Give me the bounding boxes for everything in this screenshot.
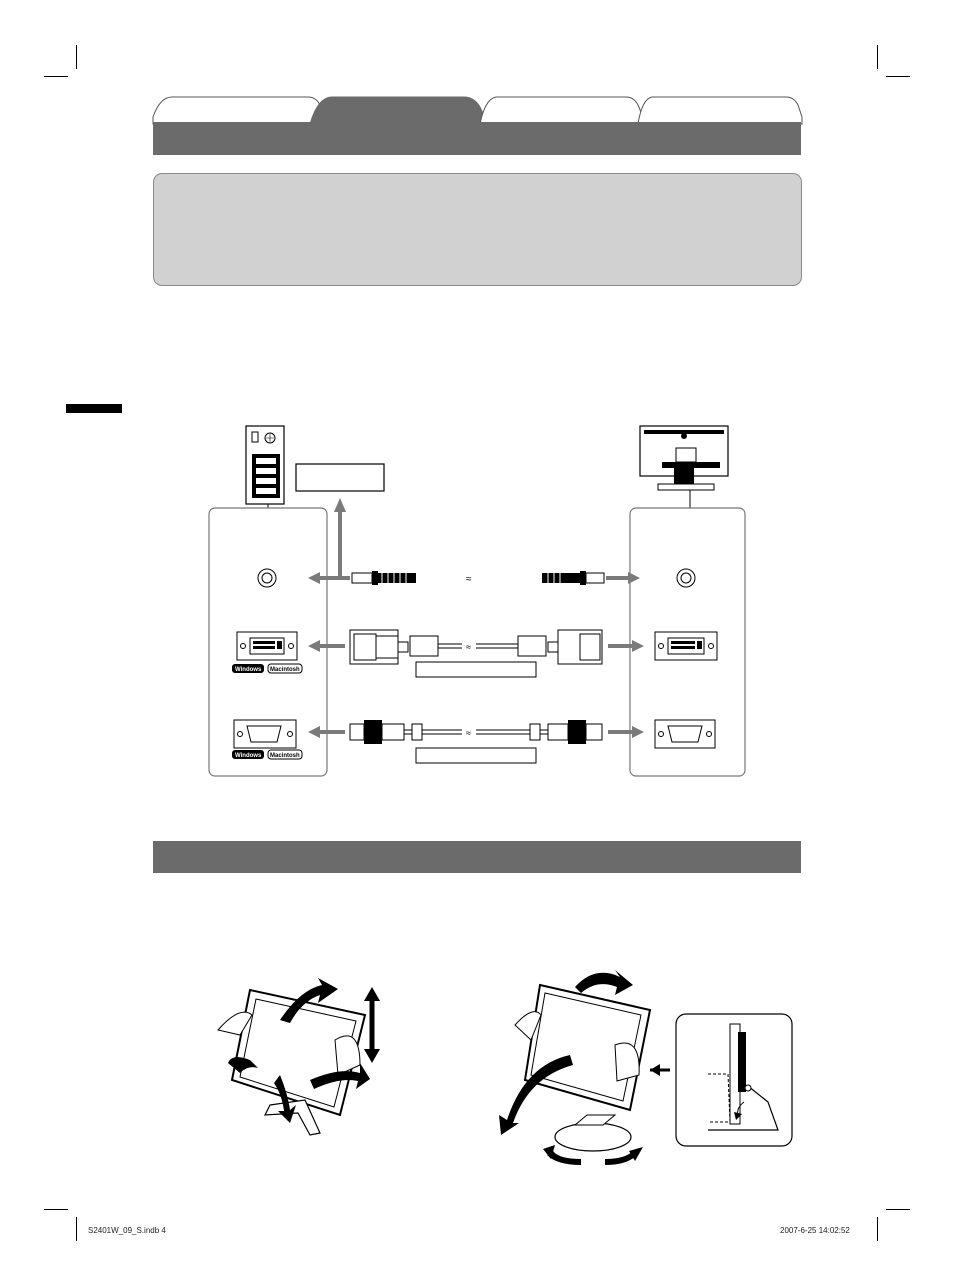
crop-mark-br-v <box>877 1217 878 1241</box>
audio-plug-right <box>542 571 605 585</box>
svg-text:≈: ≈ <box>466 728 471 738</box>
tab-4[interactable] <box>637 96 803 125</box>
vga-windows-label: Windows <box>235 753 262 759</box>
vga-macintosh-label: Macintosh <box>270 753 300 759</box>
cable-break-symbol: ≈ <box>466 574 472 585</box>
crop-mark-bl-v <box>76 1217 77 1241</box>
dvi-macintosh-label: Macintosh <box>270 667 300 673</box>
dvi-cable-label-box <box>415 661 537 678</box>
monitor-rear-illustration <box>639 425 729 508</box>
footer-timestamp: 2007-6-25 14:02:52 <box>780 1226 850 1235</box>
header-tabs <box>152 96 803 125</box>
info-box <box>153 173 802 286</box>
footer-file-info: S2401W_09_S.indb 4 <box>88 1226 166 1235</box>
crop-mark-tr-h <box>886 76 910 77</box>
vga-cable-label-box <box>415 747 537 764</box>
crop-mark-tl-h <box>44 76 68 77</box>
svg-text:≈: ≈ <box>466 642 471 652</box>
header-bar <box>153 122 801 155</box>
crop-mark-br-h <box>886 1209 910 1210</box>
tab-3[interactable] <box>479 96 647 125</box>
section-marker <box>66 404 122 413</box>
crop-mark-bl-h <box>44 1209 68 1210</box>
vga-cable: ≈ <box>349 720 603 744</box>
tab-1[interactable] <box>152 96 331 125</box>
connection-diagram: ≈ Windows Macintosh ≈ <box>208 425 746 777</box>
audio-label-box <box>295 463 385 492</box>
section-bar-adjust <box>153 841 801 873</box>
audio-plug-left <box>351 571 416 585</box>
dvi-windows-label: Windows <box>235 667 262 673</box>
monitor-height-rotation-illustration <box>499 970 652 1165</box>
monitor-tilt-swivel-illustration <box>217 978 380 1136</box>
crop-mark-tr-v <box>877 45 878 69</box>
pc-tower-illustration <box>245 425 285 510</box>
stand-detail-inset <box>650 1013 793 1147</box>
tab-2-active[interactable] <box>309 96 489 125</box>
crop-mark-tl-v <box>76 45 77 69</box>
dvi-cable: ≈ <box>349 629 603 665</box>
